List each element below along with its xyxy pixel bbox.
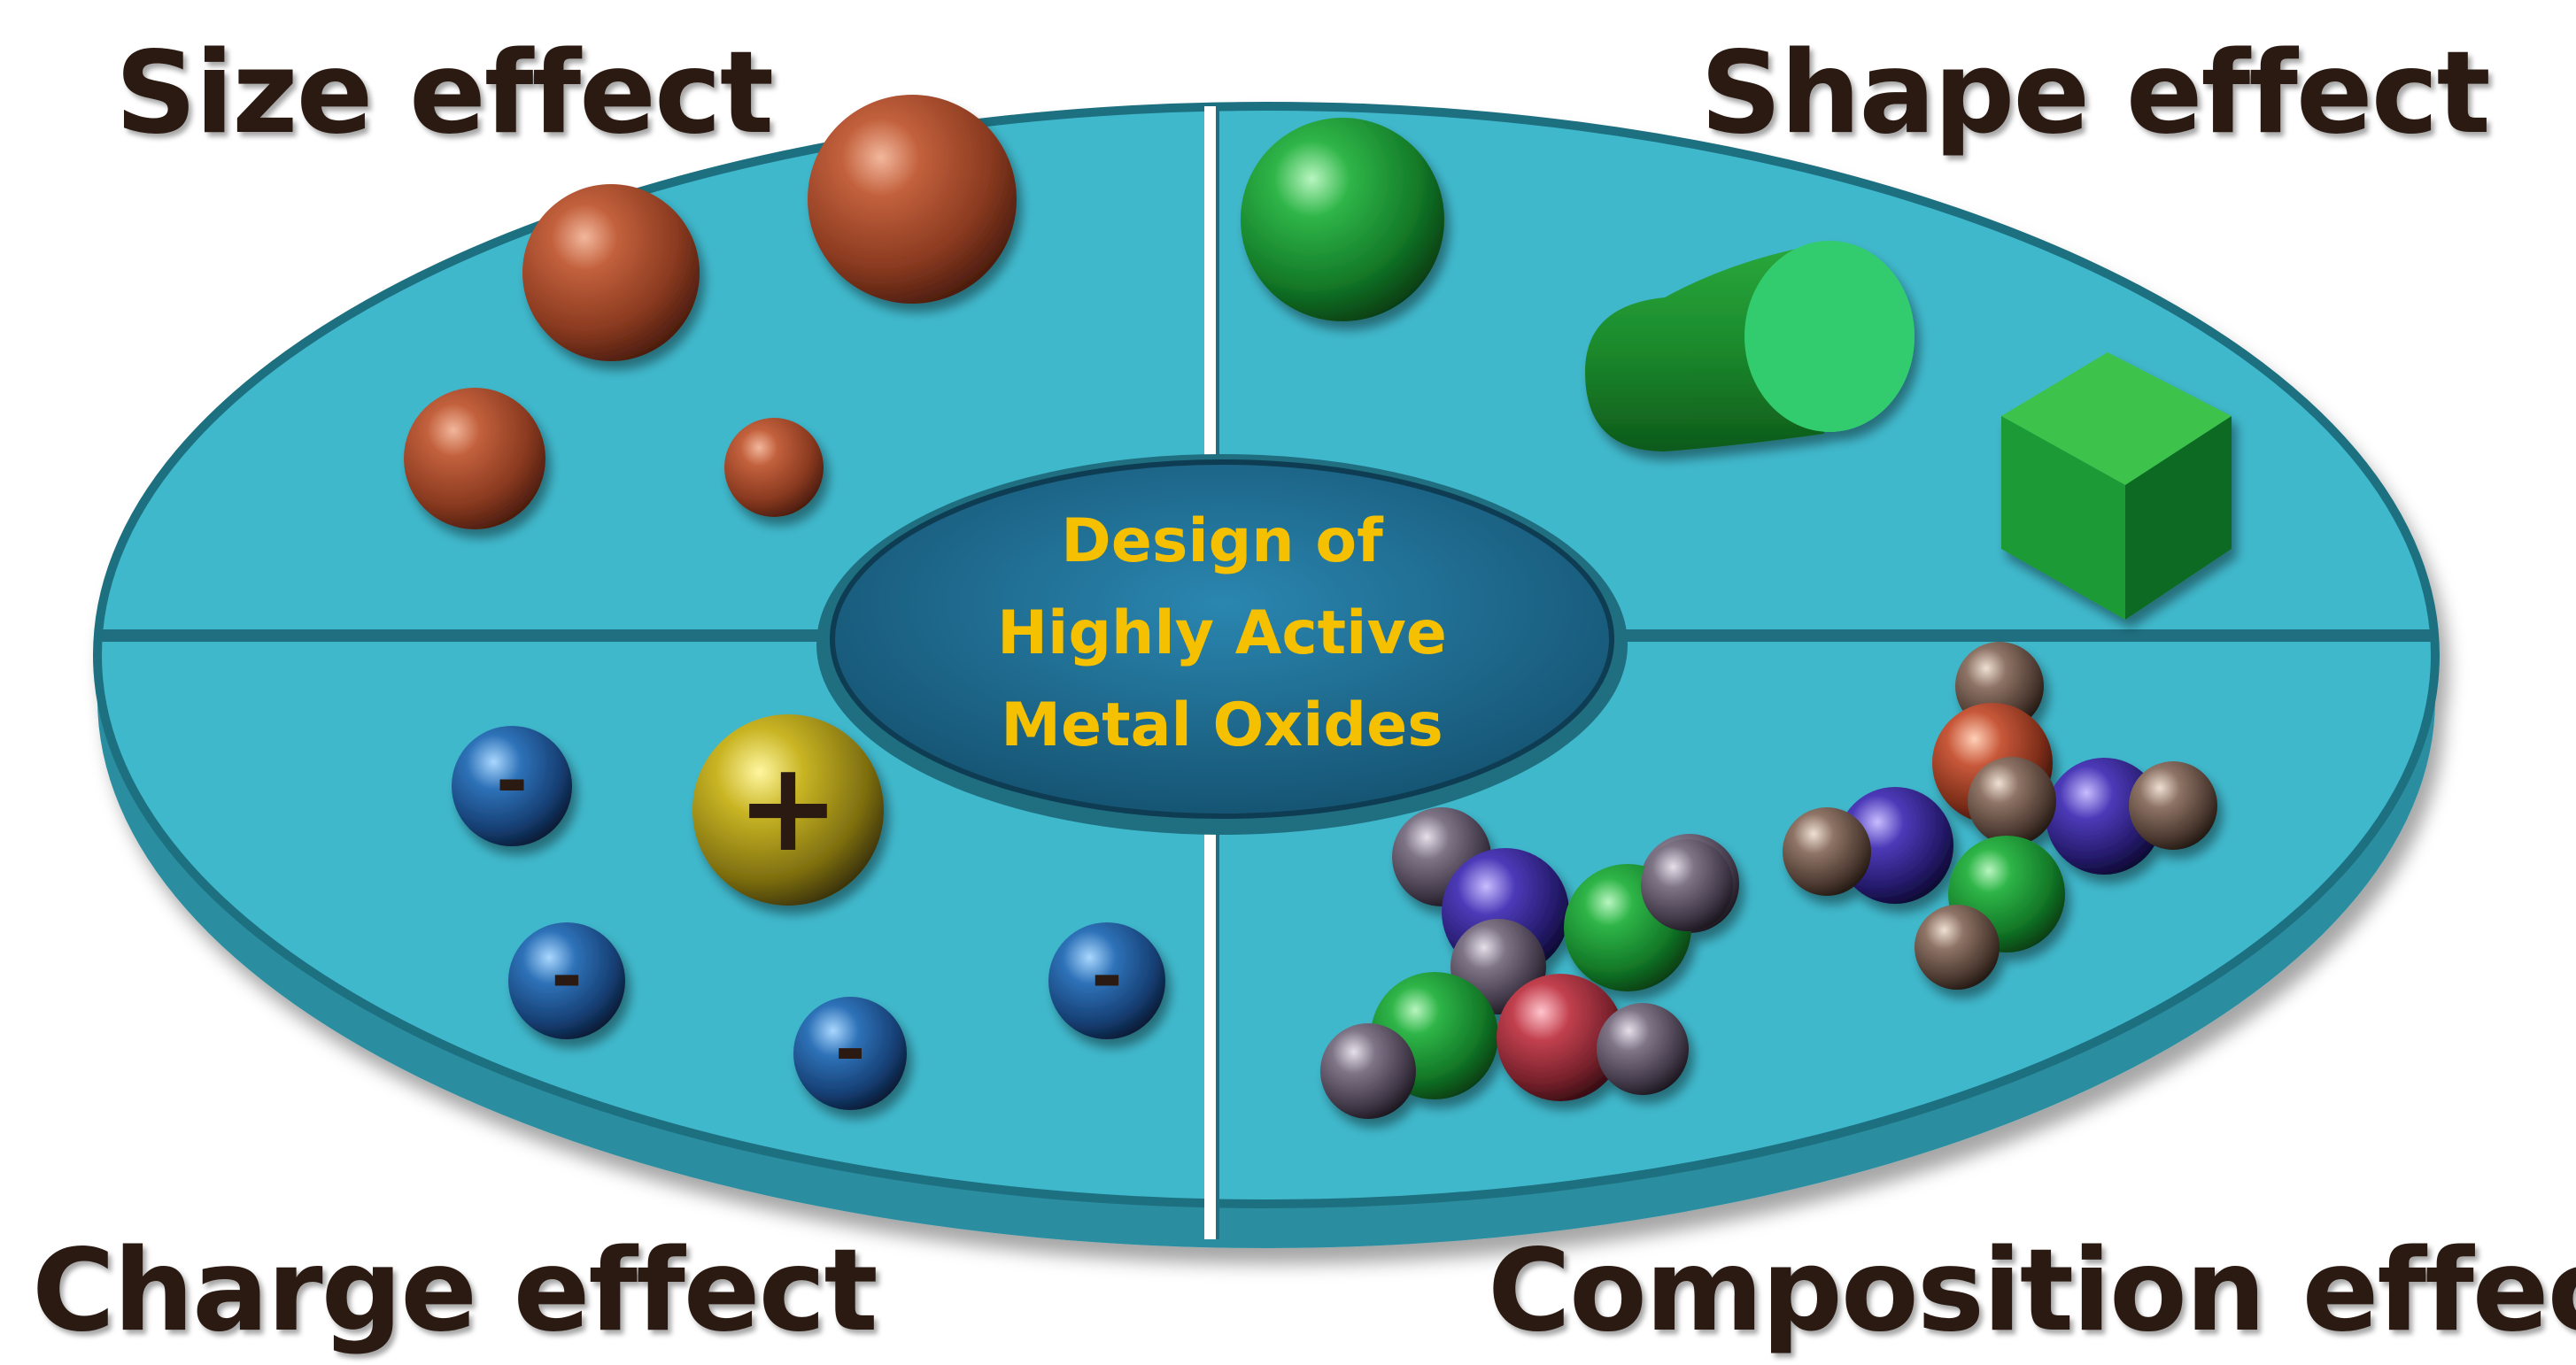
minus-sign: - [835, 1006, 866, 1092]
sphere-icon [404, 388, 545, 529]
charge-effect-ions: - + - - - [452, 714, 1165, 1110]
minus-ion-icon: - [793, 997, 907, 1110]
sphere-icon [522, 184, 700, 361]
molecule-cluster-icon [1320, 807, 1739, 1119]
minus-ion-icon: - [452, 726, 572, 846]
shape-effect-label: Shape effect [1700, 27, 2491, 159]
center-title-line-1: Design of [1061, 506, 1383, 576]
shape-effect-particles [1241, 118, 2232, 620]
cube-icon [2001, 352, 2232, 620]
minus-sign: - [496, 735, 529, 826]
molecule-cluster-icon [1783, 642, 2217, 990]
minus-ion-icon: - [1048, 922, 1165, 1039]
sphere-icon [724, 418, 824, 517]
sphere-icon [808, 95, 1017, 304]
center-title: Design of Highly Active Metal Oxides [850, 496, 1594, 772]
size-effect-particles [404, 95, 1017, 529]
minus-sign: - [551, 932, 583, 1021]
plus-ion-icon: + [692, 714, 884, 906]
quadrant-dividers [102, 106, 2433, 1239]
minus-ion-icon: - [508, 922, 625, 1039]
charge-effect-label: Charge effect [32, 1225, 878, 1357]
cylinder-icon [1585, 241, 1915, 451]
composition-effect-clusters [1320, 642, 2217, 1119]
center-disc [816, 454, 1628, 835]
sphere-icon [1241, 118, 1444, 321]
center-title-line-2: Highly Active [997, 598, 1447, 668]
minus-sign: - [1091, 932, 1123, 1021]
composition-effect-label: Composition effect [1488, 1225, 2576, 1357]
plus-sign: + [736, 736, 839, 880]
size-effect-label: Size effect [115, 27, 774, 159]
center-title-line-3: Metal Oxides [1001, 690, 1443, 760]
